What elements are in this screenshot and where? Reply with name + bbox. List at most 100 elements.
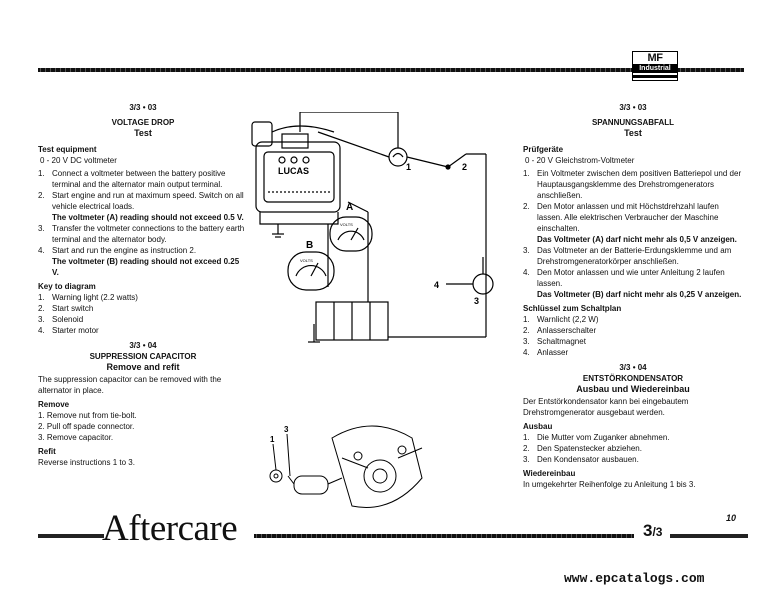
item-text: Start switch: [52, 304, 94, 313]
list-item: 3. Transfer the voltmeter connections to …: [38, 223, 248, 245]
item-number: 2.: [38, 191, 45, 200]
item-number: 1.: [523, 433, 530, 442]
item-number: 1.: [523, 169, 530, 178]
remove-heading: Ausbau: [523, 422, 553, 431]
wiring-diagram: LUCAS A VOLTS B VOLTS: [251, 112, 494, 343]
item-text: The voltmeter (B) reading should not exc…: [52, 257, 240, 277]
key-heading: Key to diagram: [38, 282, 96, 291]
meter-b-label: B: [306, 240, 313, 251]
item-text: Connect a voltmeter between the battery …: [52, 169, 226, 189]
equipment-text: 0 - 20 V Gleichstrom-Voltmeter: [525, 156, 635, 165]
voltmeter-b: B VOLTS: [287, 240, 335, 291]
list-item: 3. Solenoid: [38, 314, 248, 325]
website-link[interactable]: www.epcatalogs.com: [564, 571, 705, 586]
item-number: 4.: [523, 348, 530, 357]
item-number: 4.: [38, 246, 45, 255]
warning-light: [388, 147, 408, 167]
steps-list: 1. Connect a voltmeter between the batter…: [38, 168, 248, 278]
item-text: Warnlicht (2,2 W): [537, 315, 599, 324]
capacitor-drawing: 1 3: [269, 425, 423, 508]
list-item: 2. Start switch: [38, 303, 248, 314]
wiring: [272, 112, 487, 343]
list-item: 1. Ein Voltmeter zwischen dem positiven B…: [523, 168, 743, 201]
section-title: VOLTAGE DROP: [111, 118, 175, 127]
callout-3: 3: [474, 296, 479, 306]
item-text: Anlasser: [537, 348, 569, 357]
list-item: Das Voltmeter (A) darf nicht mehr als 0,…: [523, 234, 743, 245]
section-number: 3/3 • 03: [129, 103, 157, 112]
bottom-rule: [254, 534, 634, 538]
list-item: 2. Den Motor anlassen und mit Höchstdrehz…: [523, 201, 743, 234]
list-item: 2.Start engine and run at maximum speed.…: [38, 190, 248, 212]
key-list: 1. Warning light (2.2 watts) 2. Start switc…: [38, 292, 248, 336]
meter-a-volts: VOLTS: [340, 222, 353, 227]
aftercare-title: Aftercare: [102, 508, 238, 549]
section-number-2: 3/3 • 04: [619, 363, 647, 372]
meter-a-label: A: [346, 202, 353, 213]
german-column: 3/3 • 03 SPANNUNGSABFALL Test Prüfgeräte…: [523, 102, 743, 490]
capacitor-callout-3: 3: [284, 425, 289, 434]
item-text: Das Voltmeter an der Batterie-Erdungskle…: [537, 246, 732, 266]
list-item: The voltmeter (A) reading should not exc…: [38, 212, 248, 223]
remove-heading: Remove: [38, 400, 70, 409]
section-subtitle-2: Remove and refit: [106, 362, 180, 372]
list-item: 4. Anlasser: [523, 347, 743, 358]
item-text: Warning light (2.2 watts): [52, 293, 138, 302]
logo-subtext: Industrial: [633, 64, 677, 73]
list-item: 2.Den Spatenstecker abziehen.: [523, 443, 743, 454]
list-item: Das Voltmeter (B) darf nicht mehr als 0,…: [523, 289, 743, 300]
item-text: Den Motor anlassen und wie unter Anleitu…: [537, 268, 725, 288]
item-text: Solenoid: [52, 315, 84, 324]
refit-heading: Refit: [38, 447, 56, 456]
equipment-text: 0 - 20 V DC voltmeter: [40, 156, 117, 165]
list-item: 3.Schaltmagnet: [523, 336, 743, 347]
item-number: 4.: [523, 268, 530, 277]
bottom-rule-right: [670, 534, 748, 538]
callout-4: 4: [434, 280, 439, 290]
item-number: 1.: [38, 293, 45, 302]
list-item: The voltmeter (B) reading should not exc…: [38, 256, 248, 278]
item-number: 3.: [38, 224, 45, 233]
item-text: Start and run the engine as instruction …: [52, 246, 197, 255]
list-item: 3. Remove capacitor.: [38, 433, 114, 442]
item-number: 3.: [523, 455, 530, 464]
steps-list: 1. Ein Voltmeter zwischen dem positiven B…: [523, 168, 743, 300]
page-number: 10: [726, 513, 737, 523]
refit-text: Reverse instructions 1 to 3.: [38, 458, 135, 467]
bottom-rule-left: [38, 534, 104, 538]
battery: [315, 301, 389, 341]
section-number-2: 3/3 • 04: [129, 341, 157, 350]
item-number: 4.: [38, 326, 45, 335]
item-number: 2.: [523, 202, 530, 211]
list-item: 4.Starter motor: [38, 325, 248, 336]
nut: [269, 469, 283, 483]
item-number: 1.: [38, 169, 45, 178]
section-subtitle-2: Ausbau und Wiedereinbau: [576, 384, 690, 394]
equipment-heading: Test equipment: [38, 145, 97, 154]
refit-heading: Wiedereinbau: [523, 469, 576, 478]
item-number: 2.: [38, 304, 45, 313]
item-number: 2.: [523, 444, 530, 453]
alternator-end: [331, 425, 423, 508]
item-text: Ein Voltmeter zwischen dem positiven Bat…: [537, 169, 742, 200]
item-text: Transfer the voltmeter connections to th…: [52, 224, 245, 244]
item-text: Den Kondensator ausbauen.: [537, 455, 639, 464]
item-text: Den Motor anlassen und mit Höchstdrehzah…: [537, 202, 719, 233]
section-title-2: SUPPRESSION CAPACITOR: [89, 352, 197, 361]
item-text: Das Voltmeter (B) darf nicht mehr als 0,…: [537, 290, 742, 299]
list-item: 4. Start and run the engine as instructio…: [38, 245, 248, 256]
item-number: 3.: [38, 315, 45, 324]
callout-1: 1: [406, 162, 411, 172]
list-item: 1.Warnlicht (2,2 W): [523, 314, 743, 325]
section-title-2: ENTSTÖRKONDENSATOR: [582, 374, 684, 383]
list-item: 2. Pull off spade connector.: [38, 422, 135, 431]
item-text: Die Mutter vom Zuganker abnehmen.: [537, 433, 670, 442]
refit-text: In umgekehrter Reihenfolge zu Anleitung …: [523, 480, 696, 489]
item-text: Das Voltmeter (A) darf nicht mehr als 0,…: [537, 235, 737, 244]
equipment-heading: Prüfgeräte: [523, 145, 564, 154]
item-number: 3.: [523, 337, 530, 346]
intro-text: The suppression capacitor can be removed…: [38, 375, 222, 395]
list-item: 1. Remove nut from tie-bolt.: [38, 411, 137, 420]
voltmeter-a: A VOLTS: [329, 202, 373, 252]
